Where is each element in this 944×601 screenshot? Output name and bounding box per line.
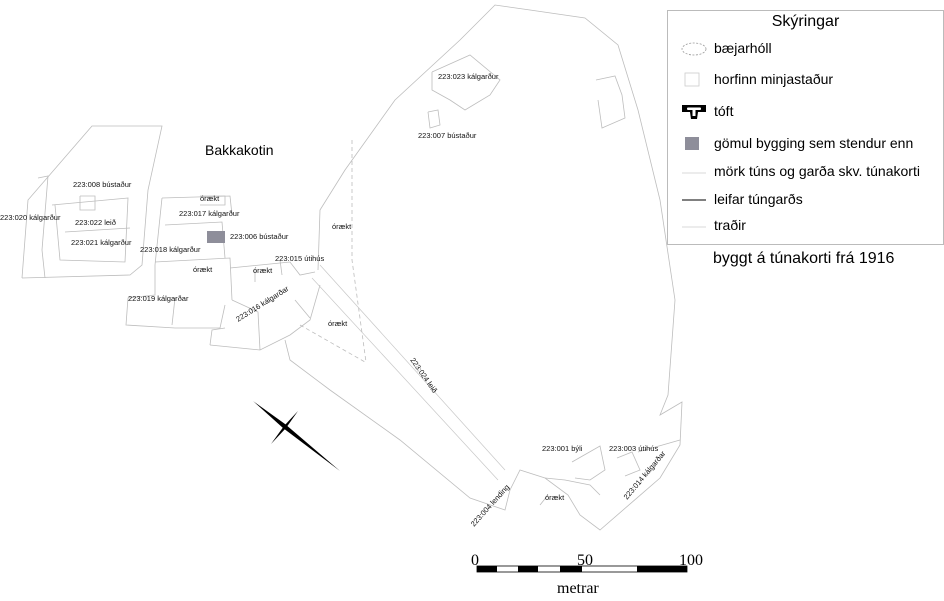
site-label: órækt xyxy=(332,222,352,231)
legend-label: bæjarhóll xyxy=(714,40,772,56)
legend: Skýringar bæjarhóll horfinn minjastaður … xyxy=(667,10,944,245)
site-label: órækt xyxy=(193,265,213,274)
site-label: 223:017 kálgarður xyxy=(179,209,240,218)
scale-tick-label: 100 xyxy=(679,552,703,569)
scale-tick-label: 0 xyxy=(471,552,479,569)
farm-name: Bakkakotin xyxy=(205,142,273,158)
north-arrow-icon xyxy=(253,401,340,471)
legend-item: tóft xyxy=(668,101,943,123)
site-label: 223:024 leið xyxy=(408,356,439,395)
field-boundaries xyxy=(21,125,321,351)
site-label: 223:021 kálgarður xyxy=(71,238,132,247)
site-label: órækt xyxy=(253,266,273,275)
site-label: 223:001 býli xyxy=(542,444,583,453)
site-label: 223:015 útihús xyxy=(275,254,324,263)
boundary-line-icon xyxy=(682,172,706,174)
vanished-site-icon xyxy=(684,72,700,87)
site-label: 223:018 kálgarður xyxy=(140,245,201,254)
legend-item: leifar túngarðs xyxy=(668,189,943,211)
legend-label: traðir xyxy=(714,217,746,233)
ruin-icon xyxy=(682,105,706,119)
scale-bar: 0 50 100 metrar xyxy=(471,552,703,597)
site-label: 223:023 kálgarður xyxy=(438,72,499,81)
site-label: 223:019 kálgarðar xyxy=(128,294,189,303)
site-label: 223:003 útihús xyxy=(609,444,658,453)
site-label: 223:022 leið xyxy=(75,218,116,227)
legend-item: horfinn minjastaður xyxy=(668,69,943,91)
site-label: 223:020 kálgarður xyxy=(0,213,61,222)
legend-item: gömul bygging sem stendur enn xyxy=(668,133,943,155)
legend-label: tóft xyxy=(714,103,734,119)
legend-title: Skýringar xyxy=(771,13,840,30)
scale-unit: metrar xyxy=(557,580,599,597)
mound-icon xyxy=(681,42,707,56)
home-field-boundary xyxy=(284,4,683,531)
legend-item: bæjarhóll xyxy=(668,38,943,60)
legend-item: mörk túns og garða skv. túnakorti xyxy=(668,161,943,183)
site-label: 223:016 kálgarðar xyxy=(234,284,290,324)
legend-label: gömul bygging sem stendur enn xyxy=(714,135,914,151)
site-label: órækt xyxy=(328,319,348,328)
legend-label: leifar túngarðs xyxy=(714,191,803,207)
legend-item: traðir xyxy=(668,215,943,237)
standing-building-icon xyxy=(685,137,699,150)
wall-remains-line-icon xyxy=(682,199,706,201)
lane-line-icon xyxy=(682,226,706,228)
map-basis-note: byggt á túnakorti frá 1916 xyxy=(713,250,895,267)
scale-tick-label: 50 xyxy=(577,552,593,569)
site-label: órækt xyxy=(200,194,220,203)
site-label: 223:004 lending xyxy=(469,483,511,529)
site-label: 223:008 bústaður xyxy=(73,180,132,189)
legend-label: horfinn minjastaður xyxy=(714,71,834,87)
standing-building xyxy=(207,231,225,243)
legend-label: mörk túns og garða skv. túnakorti xyxy=(714,163,920,179)
site-label: órækt xyxy=(545,493,565,502)
site-label: 223:007 bústaður xyxy=(418,131,477,140)
site-label: 223:014 kálgarðar xyxy=(622,449,668,501)
site-label: 223:006 bústaður xyxy=(230,232,289,241)
